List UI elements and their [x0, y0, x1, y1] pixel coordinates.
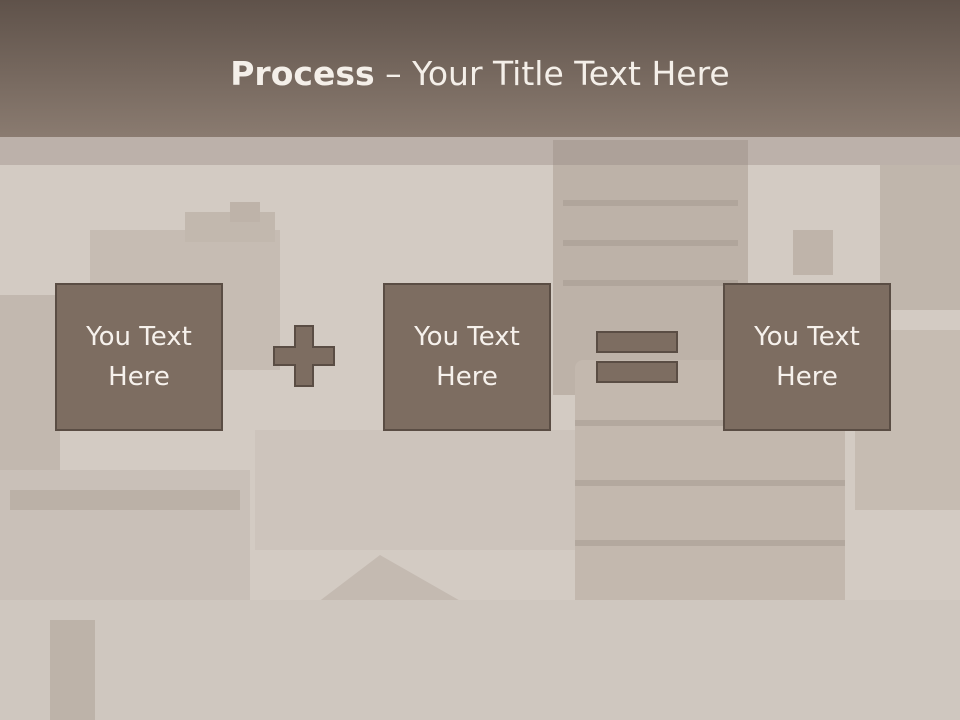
- process-box-1[interactable]: You Text Here: [55, 283, 223, 431]
- process-box-1-text: You Text Here: [86, 322, 192, 392]
- process-box-2[interactable]: You Text Here: [383, 283, 551, 431]
- slide-title: Process – Your Title Text Here: [0, 52, 960, 96]
- equals-icon: [596, 331, 678, 383]
- process-box-2-text: You Text Here: [414, 322, 520, 392]
- process-box-3[interactable]: You Text Here: [723, 283, 891, 431]
- plus-icon: [273, 325, 335, 387]
- process-box-3-text: You Text Here: [754, 322, 860, 392]
- title-underlay-strip: [0, 137, 960, 165]
- title-bold-part: Process: [230, 54, 375, 93]
- title-rest-part: – Your Title Text Here: [374, 54, 730, 93]
- title-bar: [0, 0, 960, 137]
